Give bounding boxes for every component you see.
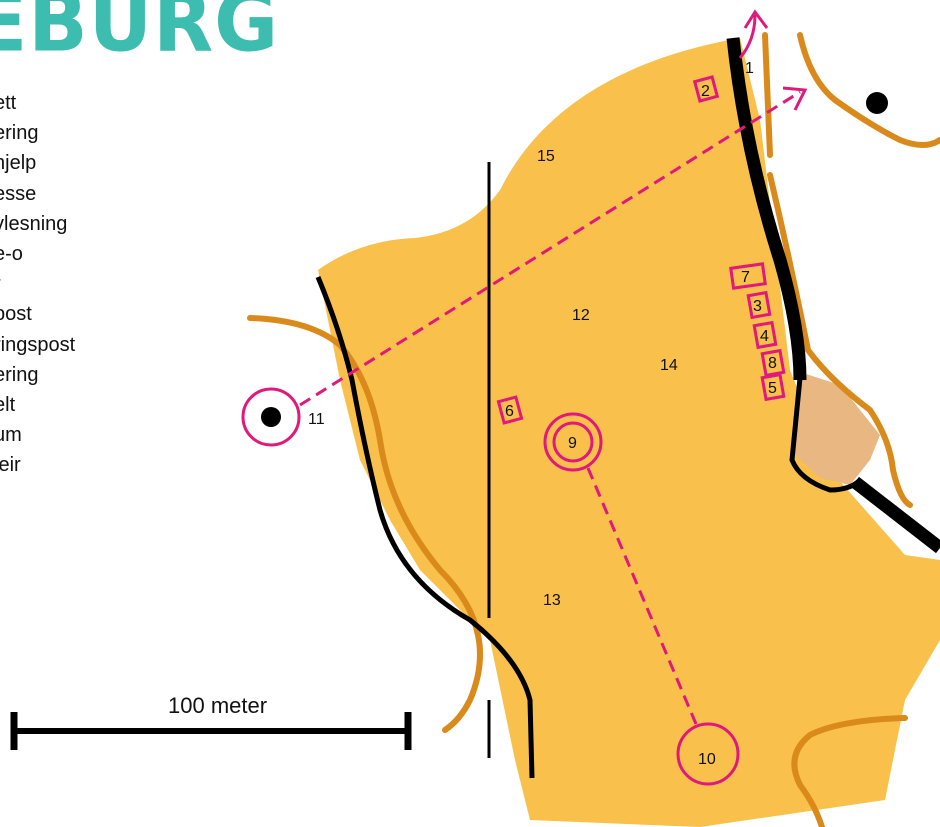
control-label-3: 3 bbox=[753, 298, 762, 315]
path-west bbox=[247, 315, 483, 733]
control-boxes bbox=[496, 75, 786, 425]
scale-bar bbox=[10, 712, 412, 750]
legend-item: post bbox=[0, 303, 32, 326]
scale-bar-label: 100 meter bbox=[168, 693, 267, 718]
road-clearing-edge bbox=[789, 377, 862, 493]
landmark-dot bbox=[866, 92, 888, 114]
legend-item: elt bbox=[0, 394, 16, 417]
legend-item: leir bbox=[0, 454, 21, 477]
control-box-7 bbox=[729, 262, 767, 290]
course-leg-9-10 bbox=[586, 467, 698, 725]
control-circle-10 bbox=[676, 722, 740, 786]
control-label-10: 10 bbox=[698, 751, 716, 768]
path-east-1 bbox=[797, 32, 940, 148]
course-lines bbox=[299, 9, 808, 725]
clearing-area bbox=[795, 372, 880, 485]
course-leg-11-out bbox=[299, 90, 801, 407]
road-main bbox=[726, 37, 807, 381]
control-circle-9-inner bbox=[552, 421, 594, 463]
legend-item: esse bbox=[0, 182, 37, 205]
legend-item: ering bbox=[0, 363, 39, 386]
legend-item: ett bbox=[0, 92, 17, 114]
finish-arrow-head bbox=[743, 9, 769, 29]
control-label-2: 2 bbox=[701, 83, 710, 100]
legend-item: ringspost bbox=[0, 333, 76, 356]
control-box-5 bbox=[760, 372, 786, 402]
start-point-dot bbox=[261, 407, 281, 427]
finish-arrow bbox=[738, 14, 757, 59]
path-lines bbox=[247, 32, 940, 827]
control-circle-11 bbox=[241, 387, 301, 447]
course-arrow-head bbox=[782, 86, 808, 111]
control-box-2 bbox=[692, 75, 720, 103]
control-box-8 bbox=[760, 348, 786, 378]
control-label-1: 1 bbox=[745, 60, 754, 77]
legend-item: r bbox=[0, 269, 75, 299]
control-label-7: 7 bbox=[741, 269, 750, 286]
legend-item: e-o bbox=[0, 243, 23, 266]
legend-item: vlesning bbox=[0, 212, 68, 235]
area-label-13: 13 bbox=[543, 592, 561, 609]
control-label-9: 9 bbox=[568, 435, 577, 452]
control-markers bbox=[241, 387, 740, 786]
control-label-6: 6 bbox=[505, 403, 514, 420]
road-south-east bbox=[851, 476, 940, 554]
boundary-west bbox=[315, 276, 535, 779]
control-label-8: 8 bbox=[768, 355, 777, 372]
control-circle-9-outer bbox=[543, 412, 603, 472]
control-label-11: 11 bbox=[308, 411, 325, 428]
control-label-4: 4 bbox=[760, 328, 769, 345]
legend-item: um bbox=[0, 424, 22, 447]
area-label-12: 12 bbox=[572, 307, 590, 324]
legend-item: ering bbox=[0, 122, 39, 145]
legend-item: hjelp bbox=[0, 152, 37, 175]
control-box-3 bbox=[746, 290, 772, 320]
area-label-14: 14 bbox=[660, 357, 678, 374]
path-north-east bbox=[762, 32, 773, 158]
map-area bbox=[318, 38, 940, 827]
path-south-east bbox=[791, 715, 908, 827]
control-box-4 bbox=[752, 320, 778, 350]
control-numbers: 1 2 3 4 5 6 7 8 9 10 11 bbox=[308, 60, 777, 768]
path-east-2 bbox=[767, 172, 913, 508]
page-title: EBURG bbox=[0, 0, 280, 71]
legend-list: ett ering hjelp esse vlesning e-o r post… bbox=[0, 88, 75, 481]
area-label-15: 15 bbox=[537, 148, 555, 165]
area-labels: 15 12 14 13 bbox=[537, 148, 678, 609]
road-lines bbox=[315, 37, 940, 779]
control-box-6 bbox=[496, 395, 524, 425]
control-label-5: 5 bbox=[768, 380, 777, 397]
